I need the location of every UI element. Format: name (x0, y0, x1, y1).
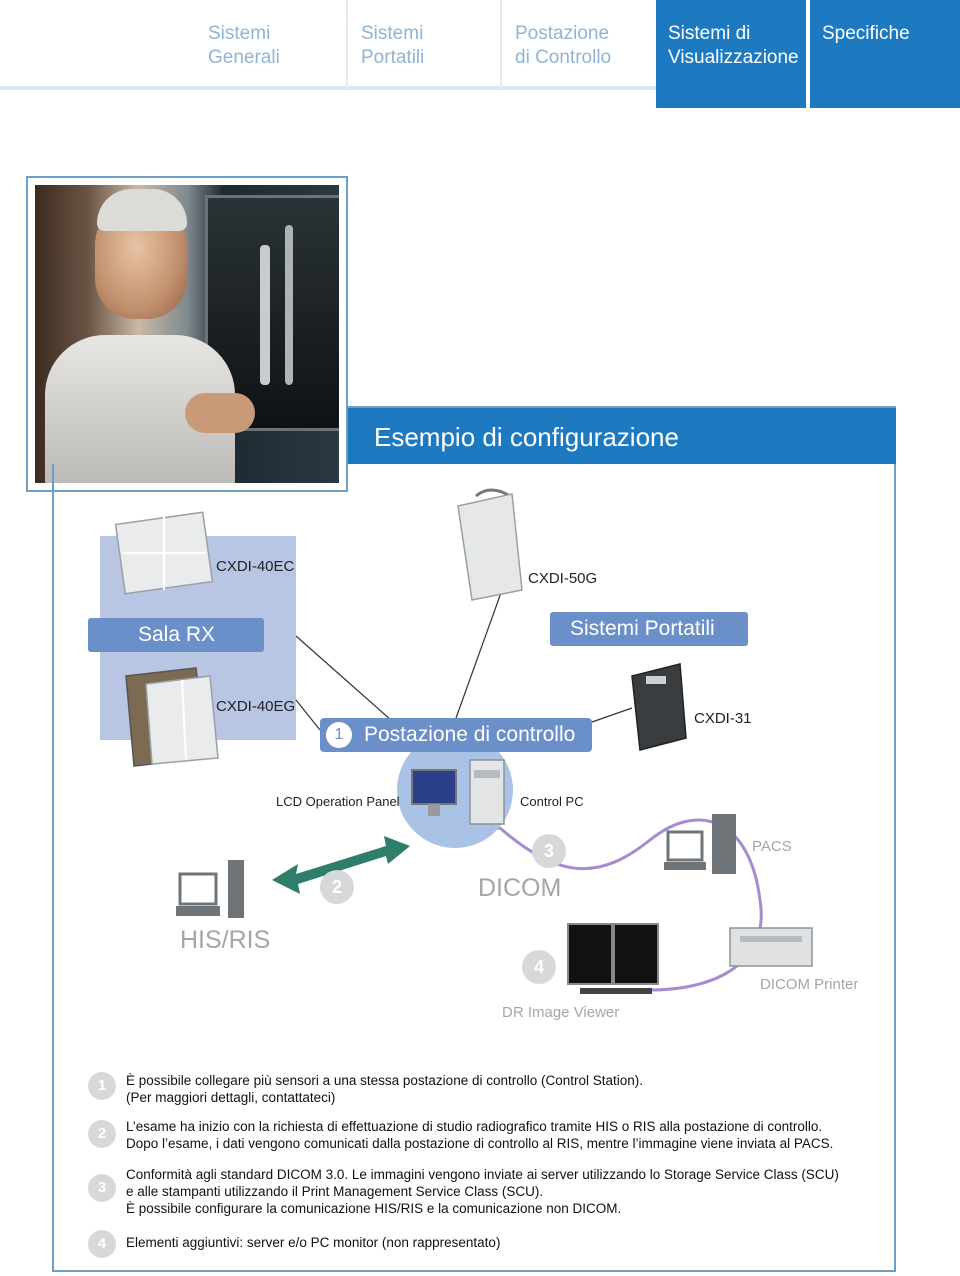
connection-line (295, 699, 321, 731)
cxdi-31-icon (631, 663, 687, 751)
note-line: L’esame ha inizio con la richiesta di ef… (126, 1119, 823, 1134)
nav-baseline (0, 86, 656, 90)
note-number: 4 (88, 1230, 116, 1258)
doctor-photo-frame (26, 176, 348, 492)
tab-sistemi-portatili[interactable]: Sistemi Portatili (348, 0, 502, 90)
tab-label: Sistemi (361, 23, 424, 44)
note-number: 1 (88, 1072, 116, 1100)
tab-postazione-di-controllo[interactable]: Postazione di Controllo (502, 0, 656, 90)
dicom-printer-icon (729, 927, 813, 967)
cxdi-40eg-label: CXDI-40EG (216, 698, 296, 715)
tab-label: Visualizzazione (668, 47, 799, 68)
note-number: 2 (88, 1120, 116, 1148)
tab-label: Generali (208, 47, 280, 68)
xray-bone (260, 245, 270, 385)
note-text: L’esame ha inizio con la richiesta di ef… (126, 1118, 833, 1152)
lcd-panel-icon (411, 769, 457, 816)
tab-label: Specifiche (822, 23, 910, 44)
step-3-badge: 3 (532, 834, 566, 868)
step-2-badge: 2 (320, 870, 354, 904)
configuration-title: Esempio di configurazione (374, 422, 679, 452)
dicom-label: DICOM (478, 874, 562, 902)
cxdi-40ec-label: CXDI-40EC (216, 558, 295, 575)
tab-label: di Controllo (515, 47, 612, 68)
note-line: e alle stampanti utilizzando il Print Ma… (126, 1184, 544, 1199)
tab-sistemi-di-visualizzazione[interactable]: Sistemi di Visualizzazione (656, 0, 808, 108)
xray-bone (285, 225, 293, 385)
configuration-frame (52, 464, 896, 1272)
tab-sistemi-generali[interactable]: Sistemi Generali (190, 0, 348, 90)
dicom-printer-label: DICOM Printer (760, 976, 859, 993)
note-line: È possibile collegare più sensori a una … (126, 1073, 644, 1088)
his-ris-computer-icon (176, 860, 244, 918)
note-text: È possibile collegare più sensori a una … (126, 1072, 643, 1106)
dr-viewer-icon (567, 923, 659, 994)
connection-line (455, 589, 503, 719)
tab-label: Postazione (515, 23, 610, 44)
configuration-header: Esempio di configurazione (348, 406, 896, 464)
note-line: Elementi aggiuntivi: server e/o PC monit… (126, 1235, 501, 1250)
connection-line (591, 707, 633, 723)
control-pc-icon (469, 759, 505, 825)
note-line: Dopo l’esame, i dati vengono comunicati … (126, 1136, 834, 1151)
his-ris-arrow (272, 836, 410, 894)
lcd-panel-label: LCD Operation Panel (276, 794, 400, 809)
note-text: Conformità agli standard DICOM 3.0. Le i… (126, 1166, 839, 1217)
pacs-label: PACS (752, 838, 792, 855)
postazione-number: 1 (326, 722, 352, 748)
step-4-badge: 4 (522, 950, 556, 984)
note-line: (Per maggiori dettagli, contattateci) (126, 1090, 336, 1105)
doctor-hand (185, 393, 255, 433)
control-pc-label: Control PC (520, 794, 584, 809)
his-ris-label: HIS/RIS (180, 926, 271, 954)
doctor-hair (97, 189, 187, 231)
configuration-diagram (114, 488, 813, 994)
note-number: 3 (88, 1174, 116, 1202)
dr-viewer-label: DR Image Viewer (502, 1004, 620, 1021)
tab-label: Sistemi di (668, 23, 751, 44)
postazione-text: Postazione di controllo (364, 723, 576, 746)
tab-specifiche[interactable]: Specifiche (810, 0, 960, 108)
cxdi-31-label: CXDI-31 (694, 710, 752, 727)
connection-line (295, 635, 401, 729)
doctor-photo (35, 185, 339, 483)
note-line: È possibile configurare la comunicazione… (126, 1201, 622, 1216)
note-line: Conformità agli standard DICOM 3.0. Le i… (126, 1167, 839, 1182)
postazione-label: 1 Postazione di controllo (320, 718, 592, 752)
tab-label: Sistemi (208, 23, 271, 44)
sistemi-portatili-label: Sistemi Portatili (550, 612, 748, 646)
top-navigation: Sistemi Generali Sistemi Portatili Posta… (0, 0, 960, 108)
tab-label: Portatili (361, 47, 425, 68)
cxdi-50g-label: CXDI-50G (528, 570, 598, 587)
pacs-icon (664, 814, 736, 874)
cxdi-50g-icon (457, 488, 523, 601)
frame-top-border (52, 490, 348, 492)
cxdi-40eg-icon (125, 667, 219, 767)
note-text: Elementi aggiuntivi: server e/o PC monit… (126, 1234, 500, 1251)
cxdi-40ec-icon (114, 511, 214, 595)
sala-rx-label: Sala RX (88, 618, 264, 652)
